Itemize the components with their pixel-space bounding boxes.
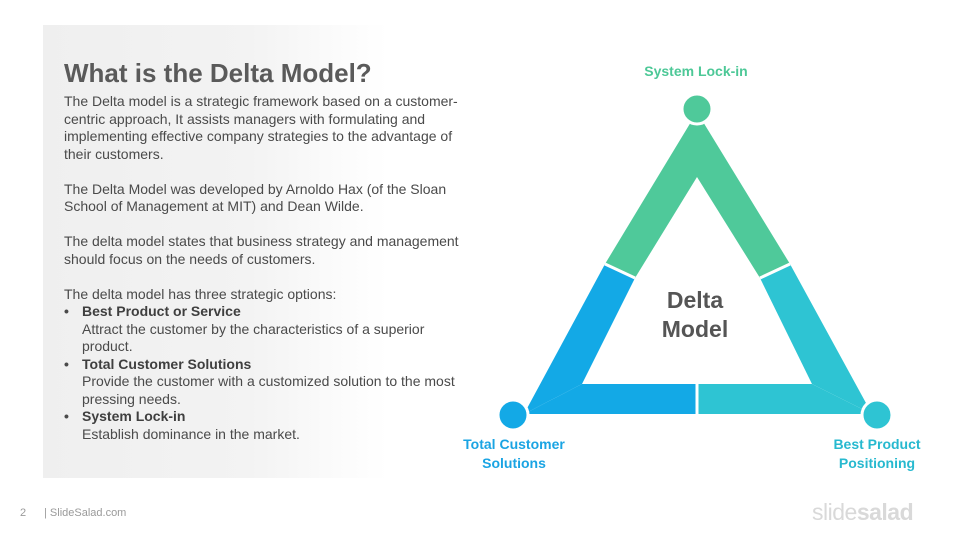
option-description: Attract the customer by the characterist… [82, 320, 425, 355]
option-item: • Best Product or Service Attract the cu… [64, 303, 469, 356]
vertex-label-system-lock-in: System Lock-in [596, 62, 796, 81]
brand-logo-light: slide [812, 499, 857, 525]
bullet-icon: • [64, 355, 69, 372]
vertex-label-line: Positioning [838, 455, 916, 471]
separator-left [604, 262, 636, 280]
options-intro: The delta model has three strategic opti… [64, 285, 337, 302]
triangle-side-best-product-bottom [697, 384, 872, 414]
body-text: The Delta model is a strategic framework… [64, 93, 469, 443]
triangle-side-system-lock-in-left [605, 112, 697, 278]
option-title: System Lock-in [82, 408, 186, 424]
center-label-line: Model [661, 316, 729, 342]
option-description: Provide the customer with a customized s… [82, 373, 455, 407]
footer-site-link: | SlideSalad.com [44, 507, 127, 519]
vertex-top-dot [680, 92, 714, 126]
paragraph-origin: The Delta Model was developed by Arnoldo… [64, 180, 447, 215]
triangle-side-total-customer-bottom [524, 384, 697, 414]
triangle-side-system-lock-in-right [697, 112, 790, 278]
brand-logo-bold: salad [856, 499, 914, 525]
vertex-label-line: Solutions [482, 455, 546, 471]
option-title: Total Customer Solutions [82, 355, 252, 372]
diagram-center-label: Delta Model [620, 286, 770, 344]
vertex-left-dot [496, 398, 530, 432]
brand-logo: slidesalad [812, 499, 914, 526]
vertex-label-line: System Lock-in [644, 63, 748, 79]
option-title: Best Product or Service [82, 303, 241, 319]
option-item: • System Lock-in Establish dominance in … [64, 408, 469, 443]
center-label-line: Delta [666, 287, 724, 313]
bullet-icon: • [64, 408, 69, 424]
text-panel-background [43, 25, 388, 478]
bullet-icon: • [64, 303, 69, 319]
vertex-label-total-customer-solutions: Total Customer Solutions [434, 435, 594, 473]
separator-right [759, 262, 791, 280]
options-list: • Best Product or Service Attract the cu… [64, 303, 469, 443]
paragraph-focus: The delta model states that business str… [64, 233, 459, 267]
page-number: 2 [20, 507, 27, 519]
triangle-side-best-product-right [760, 264, 872, 414]
triangle-side-total-customer-left [524, 264, 635, 414]
paragraph-definition: The Delta model is a strategic framework… [64, 93, 458, 162]
option-description: Establish dominance in the market. [82, 425, 300, 442]
vertex-label-line: Best Product [833, 436, 921, 452]
vertex-label-best-product-positioning: Best Product Positioning [797, 435, 957, 473]
vertex-label-line: Total Customer [463, 436, 565, 452]
slide-title: What is the Delta Model? [64, 58, 372, 88]
option-item: • Total Customer Solutions Provide the c… [64, 356, 469, 409]
vertex-right-dot [860, 398, 894, 432]
